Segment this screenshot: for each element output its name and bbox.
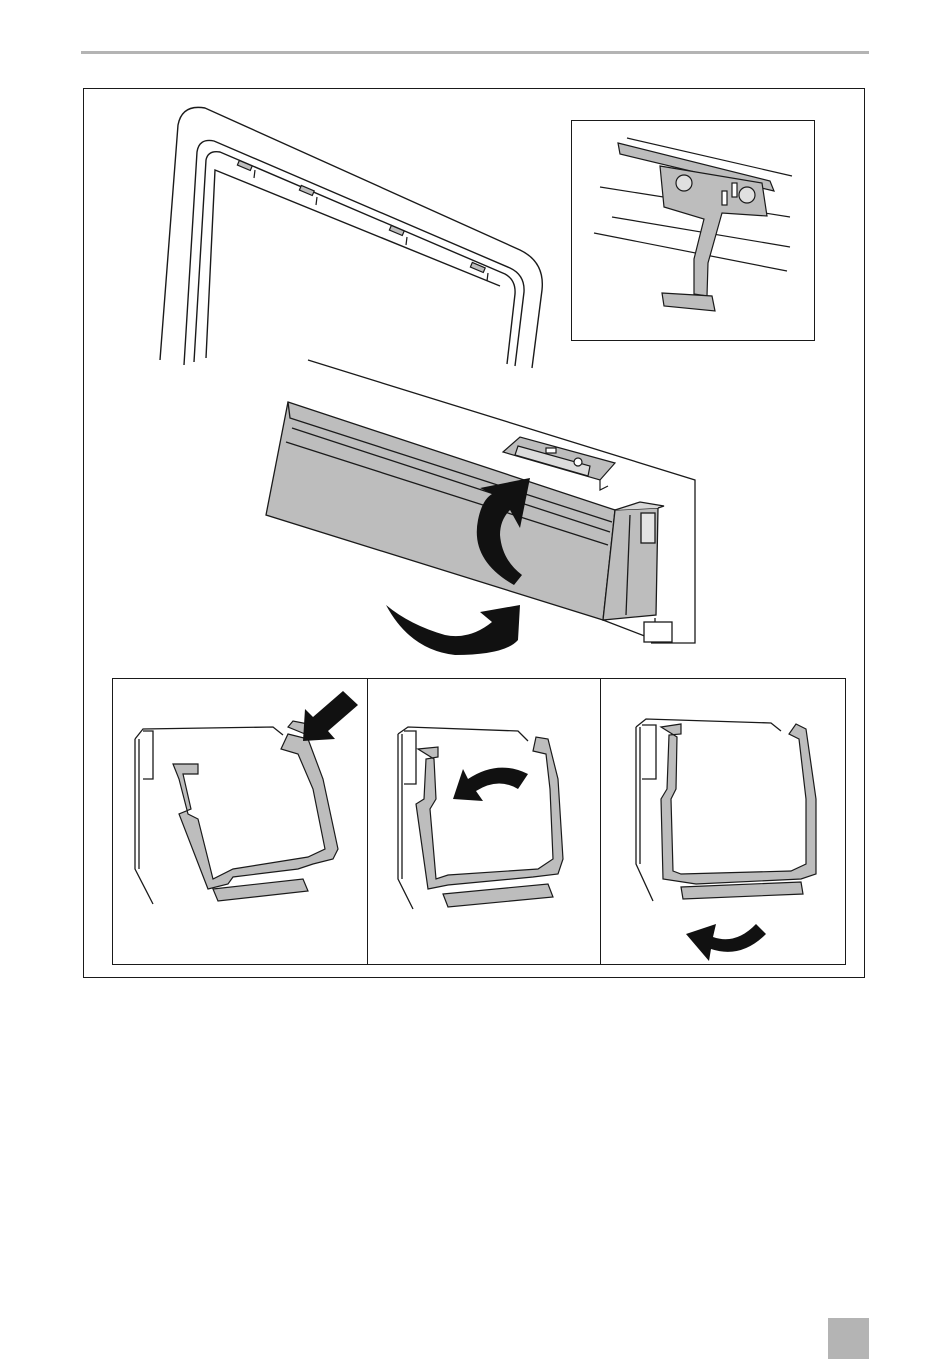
curve-down-arrow: [686, 924, 766, 961]
page-tab: [828, 1318, 869, 1359]
step-2-rotate: [368, 679, 601, 966]
push-arrow: [303, 691, 358, 741]
curve-up-arrow: [386, 605, 520, 655]
rotate-down-arrow: [453, 768, 528, 801]
step-1-hook: [113, 679, 367, 966]
steps-panel: [112, 678, 846, 965]
clip-detail-inset: [571, 120, 815, 341]
step-3-snap: [601, 679, 847, 966]
clip-detail-drawing: [572, 121, 816, 342]
window-frame: [160, 107, 542, 368]
awning-cassette: [266, 402, 672, 642]
